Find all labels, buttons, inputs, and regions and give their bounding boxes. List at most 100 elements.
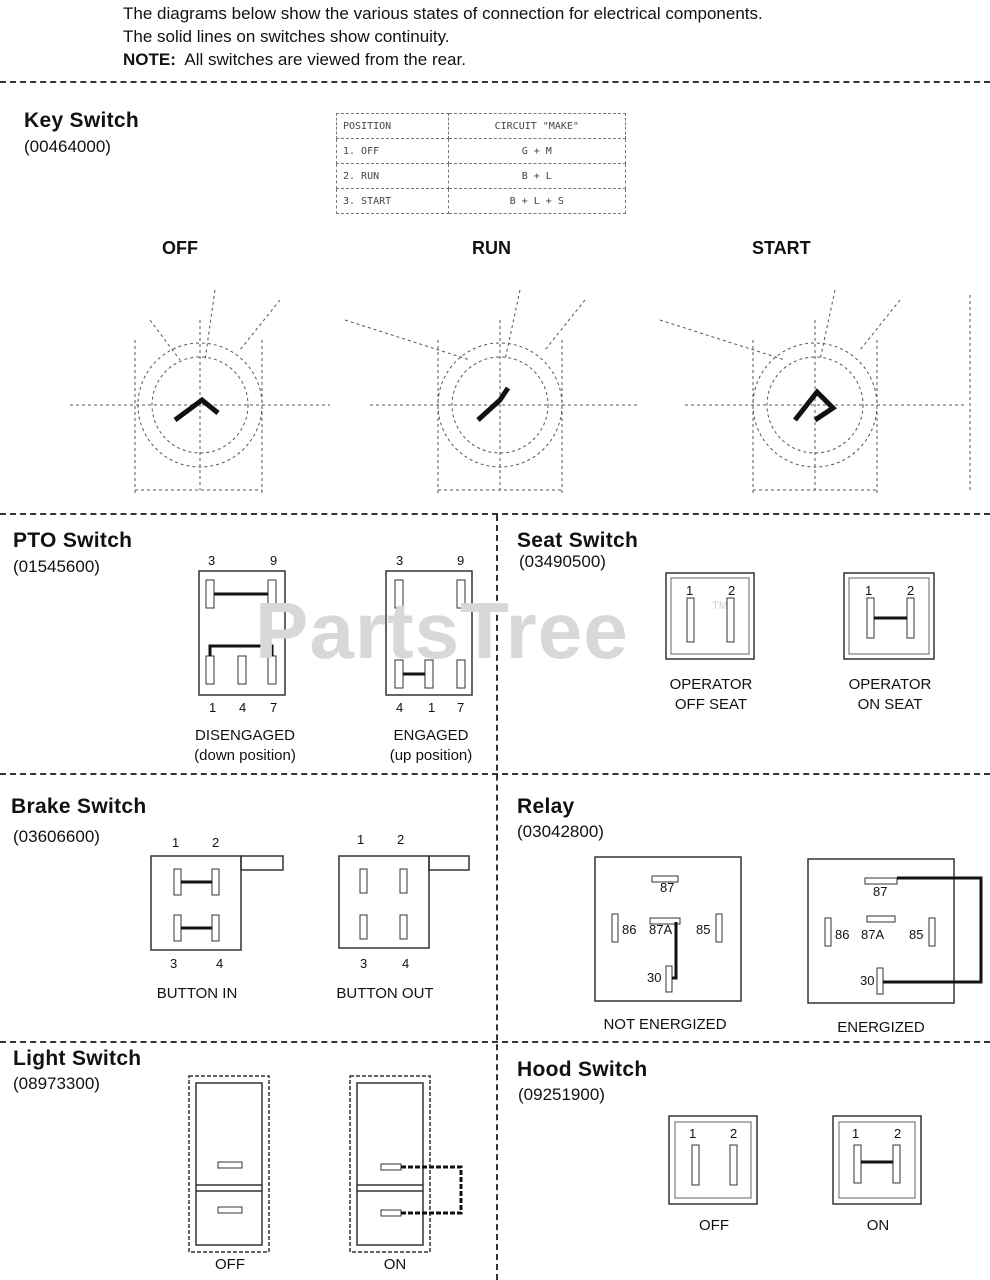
divider-row-2 — [0, 773, 990, 775]
seat-pin-label: 1 — [865, 583, 873, 598]
hood-off-diagram — [668, 1115, 758, 1205]
relay-pin-label: 30 — [860, 973, 875, 988]
hood-pin-label: 2 — [894, 1126, 902, 1141]
pto-pin-label: 3 — [396, 553, 404, 568]
pto-pin-label: 1 — [428, 700, 436, 715]
seat-off-diagram — [665, 572, 755, 660]
brake-pin-label: 2 — [212, 835, 220, 850]
light-continuity — [401, 1165, 463, 1215]
brake-pin-label: 1 — [172, 835, 180, 850]
key-contact-run — [476, 386, 511, 422]
watermark-tm: TM — [712, 600, 728, 612]
hood-on-label: ON — [866, 1217, 890, 1234]
pto-pin-label: 4 — [239, 700, 247, 715]
key-contact-start — [793, 388, 837, 423]
relay-not-energized-diagram — [594, 856, 742, 1002]
brake-button-out-diagram — [338, 855, 470, 949]
note-text: All switches are viewed from the rear. — [184, 50, 466, 69]
hood-off-label: OFF — [699, 1217, 729, 1234]
brake-switch-part-number: (03606600) — [13, 827, 100, 846]
divider-vertical — [496, 515, 498, 1280]
brake-pin-label: 1 — [357, 832, 365, 847]
brake-pin-label: 3 — [170, 956, 178, 971]
hood-pin-label: 2 — [730, 1126, 738, 1141]
pto-engaged-label: ENGAGED — [393, 727, 469, 744]
relay-title: Relay — [517, 795, 575, 818]
table-cell: B + L + S — [447, 188, 627, 214]
hood-on-diagram — [832, 1115, 922, 1205]
pto-switch-part-number: (01545600) — [13, 557, 100, 576]
table-cell: B + L — [447, 163, 627, 189]
brake-button-out-label: BUTTON OUT — [336, 985, 434, 1002]
intro-note: NOTE: All switches are viewed from the r… — [123, 48, 763, 71]
intro-text: The diagrams below show the various stat… — [123, 2, 763, 71]
relay-continuity-87-30 — [883, 876, 983, 984]
brake-switch-title: Brake Switch — [11, 795, 147, 818]
key-state-start-label: START — [752, 238, 811, 258]
key-state-run-label: RUN — [472, 238, 511, 258]
relay-pin-label: 87 — [873, 884, 888, 899]
seat-on-label-2: ON SEAT — [857, 696, 923, 713]
relay-pin-label: 87A — [861, 927, 885, 942]
light-on-label: ON — [383, 1256, 407, 1273]
light-switch-title: Light Switch — [13, 1047, 142, 1070]
key-switch-part-number: (00464000) — [24, 137, 111, 156]
divider-row-1 — [0, 513, 990, 515]
table-cell: 3. START — [336, 188, 449, 214]
seat-on-diagram — [843, 572, 935, 660]
pto-engaged-diagram — [385, 570, 473, 696]
brake-pin-label: 3 — [360, 956, 368, 971]
key-switch-off-diagram — [70, 289, 330, 495]
pto-disengaged-diagram — [198, 570, 286, 696]
relay-energized-diagram — [807, 858, 983, 1004]
table-cell: 2. RUN — [336, 163, 449, 189]
intro-line-1: The diagrams below show the various stat… — [123, 4, 763, 23]
table-row: 3. START B + L + S — [336, 188, 627, 214]
seat-off-label-1: OPERATOR — [669, 676, 753, 693]
relay-pin-label: 85 — [909, 927, 924, 942]
seat-off-label-2: OFF SEAT — [674, 696, 748, 713]
hood-switch-title: Hood Switch — [517, 1058, 648, 1081]
key-switch-run-diagram — [344, 289, 640, 495]
brake-pin-label: 4 — [216, 956, 224, 971]
light-on-diagram — [349, 1075, 463, 1253]
pto-pin-label: 7 — [270, 700, 278, 715]
table-row: 2. RUN B + L — [336, 163, 627, 189]
relay-pin-label: 87 — [660, 880, 675, 895]
table-header-row: POSITION CIRCUIT "MAKE" — [336, 113, 627, 139]
pto-pin-label: 3 — [208, 553, 216, 568]
key-switch-circuit-table: POSITION CIRCUIT "MAKE" 1. OFF G + M 2. … — [336, 113, 627, 214]
table-cell: 1. OFF — [336, 138, 449, 164]
relay-part-number: (03042800) — [517, 822, 604, 841]
key-contact-off — [173, 396, 220, 423]
key-state-off-label: OFF — [162, 238, 198, 258]
light-off-diagram — [188, 1075, 270, 1253]
pto-pin-label: 7 — [457, 700, 465, 715]
intro-line-2: The solid lines on switches show continu… — [123, 27, 450, 46]
pto-pin-label: 9 — [457, 553, 465, 568]
light-off-label: OFF — [215, 1256, 245, 1273]
seat-switch-part-number: (03490500) — [519, 552, 606, 571]
seat-pin-label: 2 — [907, 583, 915, 598]
relay-energized-label: ENERGIZED — [837, 1019, 925, 1036]
relay-not-energized-label: NOT ENERGIZED — [603, 1016, 727, 1033]
brake-pin-label: 4 — [402, 956, 410, 971]
table-cell: G + M — [447, 138, 627, 164]
key-switch-title: Key Switch — [24, 109, 140, 132]
table-header-position: POSITION — [336, 113, 449, 139]
brake-button-in-diagram — [150, 855, 284, 951]
relay-pin-label: 86 — [622, 922, 637, 937]
relay-pin-label: 85 — [696, 922, 711, 937]
table-row: 1. OFF G + M — [336, 138, 627, 164]
brake-pin-label: 2 — [397, 832, 405, 847]
pto-disengaged-sub: (down position) — [194, 747, 296, 764]
relay-continuity-87a-30 — [672, 922, 678, 980]
hood-pin-label: 1 — [852, 1126, 860, 1141]
brake-button-in-label: BUTTON IN — [156, 985, 238, 1002]
key-switch-start-diagram — [659, 289, 971, 495]
pto-pin-label: 4 — [396, 700, 404, 715]
pto-pin-label: 9 — [270, 553, 278, 568]
table-header-circuit: CIRCUIT "MAKE" — [447, 113, 627, 139]
relay-pin-label: 30 — [647, 970, 662, 985]
hood-pin-label: 1 — [689, 1126, 697, 1141]
